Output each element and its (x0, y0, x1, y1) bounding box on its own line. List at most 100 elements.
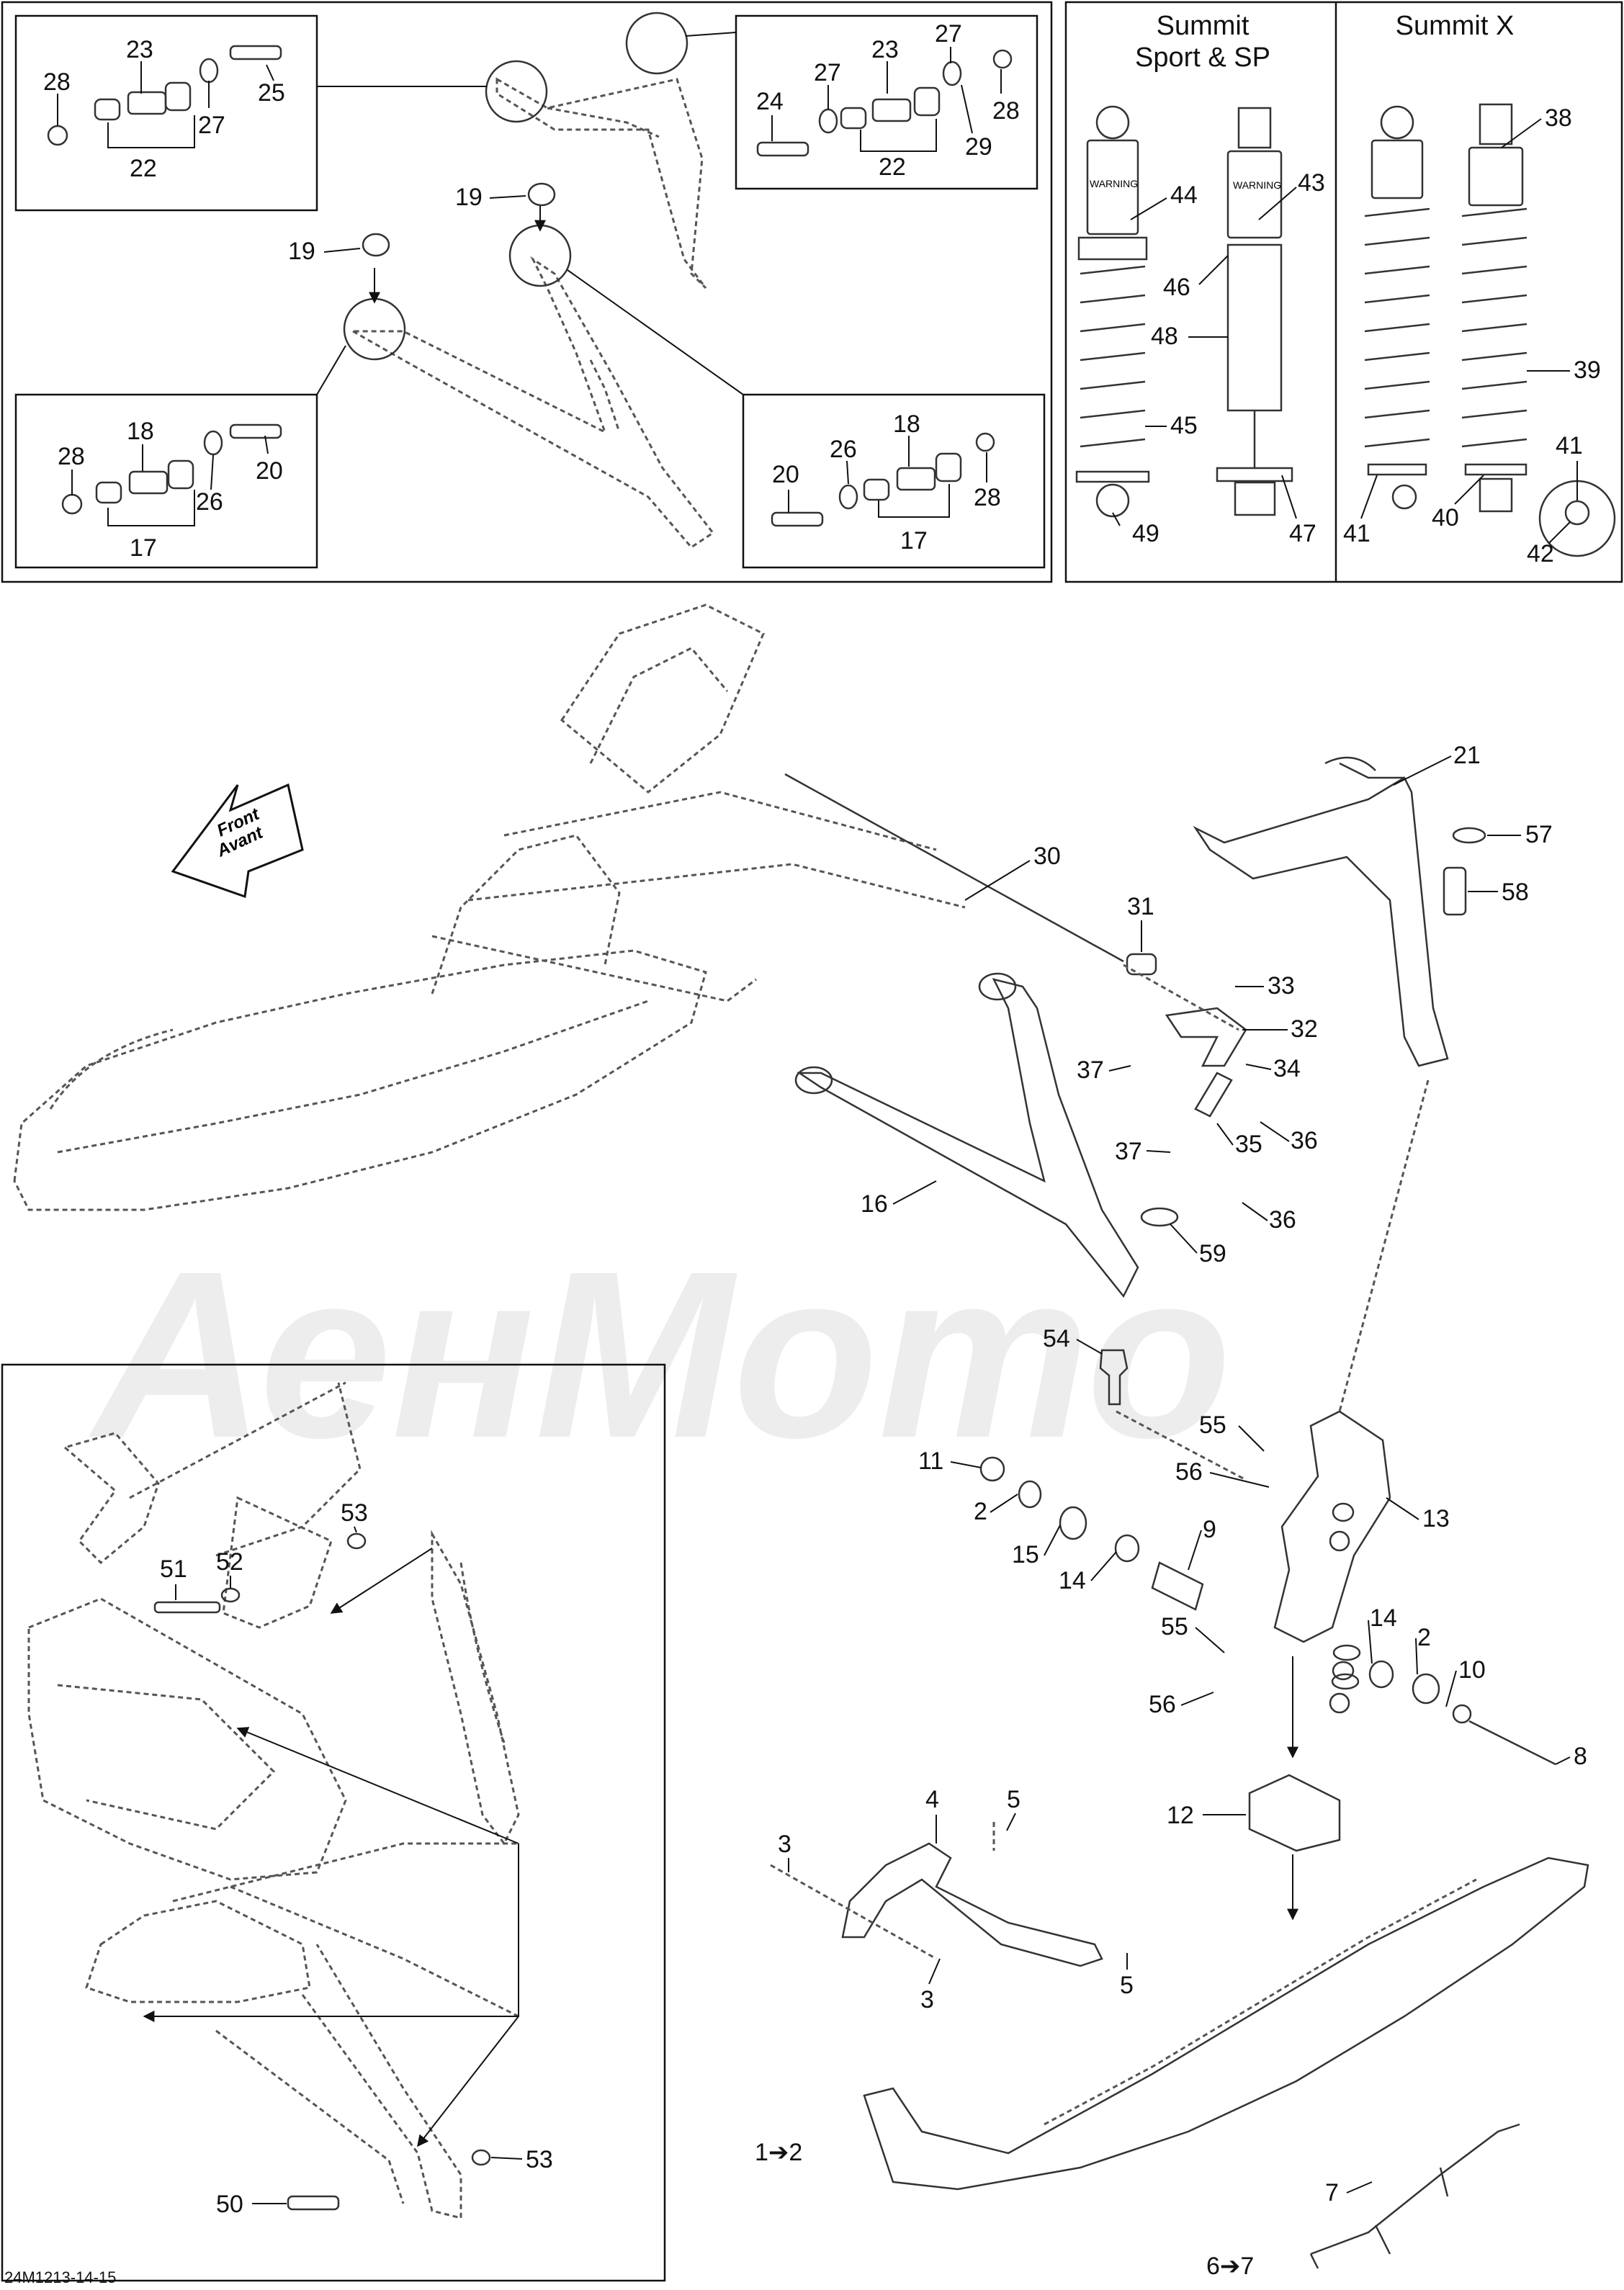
callout-34: 34 (1273, 1055, 1301, 1082)
lower-a-arm-16 (796, 978, 1139, 1298)
callout-18: 18 (893, 410, 920, 438)
callout-9: 9 (1203, 1516, 1216, 1543)
upper-a-arm-21 (1193, 776, 1449, 1067)
callout-24: 24 (756, 88, 784, 115)
ski-stopper-12 (1248, 1774, 1341, 1852)
bushing-detail-circle-d (508, 224, 572, 287)
callout-4: 4 (925, 1786, 939, 1813)
svg-text:WARNING: WARNING (1233, 179, 1281, 191)
bushing-detail-circle-a (485, 60, 548, 123)
callout-18: 18 (127, 418, 154, 445)
tie-rod-30 (784, 773, 1124, 963)
callout-31: 31 (1127, 893, 1154, 920)
callout-27: 27 (814, 59, 841, 86)
callout-27: 27 (935, 20, 962, 48)
callout-48: 48 (1151, 323, 1178, 350)
front-arrow-badge: Front Avant (171, 783, 304, 899)
callout-32: 32 (1291, 1015, 1318, 1043)
tie-rod-end-31 (1126, 953, 1157, 976)
callout-1-to-2: 1➔2 (755, 2139, 802, 2166)
callout-46: 46 (1163, 274, 1190, 301)
callout-33: 33 (1268, 972, 1295, 1000)
callout-28: 28 (992, 97, 1020, 125)
washer-52 (220, 1587, 241, 1603)
callout-26: 26 (196, 488, 223, 516)
retaining-ring-59 (1140, 1207, 1179, 1227)
panel-top-left (1, 1, 1053, 583)
inset-ll-hardware (61, 423, 282, 515)
steering-arm-32 (1165, 1007, 1247, 1067)
callout-14: 14 (1370, 1604, 1397, 1632)
callout-13: 13 (1422, 1505, 1450, 1532)
callout-29: 29 (965, 133, 992, 161)
spindle-bushing-stack-left (979, 1456, 1204, 1611)
callout-22: 22 (879, 153, 906, 181)
ball-joint-54 (1099, 1349, 1129, 1406)
callout-17: 17 (900, 527, 928, 554)
callout-30: 30 (1033, 843, 1061, 870)
callout-22: 22 (130, 155, 157, 182)
callout-50: 50 (216, 2191, 243, 2218)
callout-27: 27 (198, 112, 225, 139)
callout-43: 43 (1298, 169, 1325, 197)
callout-58: 58 (1502, 879, 1529, 906)
bolt-51 (153, 1601, 221, 1614)
inset-lr-hardware (771, 432, 995, 527)
inset-ur-hardware (756, 49, 1013, 157)
callout-57: 57 (1525, 821, 1553, 848)
header-summit-sport-line1: Summit (1157, 11, 1250, 41)
callout-42: 42 (1527, 540, 1554, 567)
callout-21: 21 (1453, 742, 1481, 769)
callout-55: 55 (1161, 1613, 1188, 1640)
svg-text:WARNING: WARNING (1090, 178, 1138, 189)
bottom-left-assembly (27, 1381, 520, 2219)
bolt-50 (287, 2195, 340, 2211)
callout-55: 55 (1199, 1411, 1226, 1439)
callout-28: 28 (58, 443, 85, 470)
nut-53-top (346, 1532, 367, 1550)
callout-23: 23 (871, 36, 899, 63)
spindle-13 (1273, 1410, 1391, 1643)
callout-37: 37 (1115, 1138, 1142, 1165)
callout-35: 35 (1235, 1131, 1262, 1158)
adjuster-knob-42 (1564, 500, 1590, 526)
callout-20: 20 (772, 461, 799, 488)
callout-8: 8 (1574, 1743, 1587, 1770)
runner-7 (1309, 2123, 1520, 2269)
callout-23: 23 (126, 36, 153, 63)
ball-joint-58 (1443, 866, 1467, 916)
callout-25: 25 (258, 79, 285, 107)
callout-19: 19 (288, 238, 315, 265)
shock-44: WARNING (1075, 105, 1150, 518)
callout-5: 5 (1120, 1972, 1134, 1999)
inset-upper-right (735, 14, 1038, 190)
callout-leaders (57, 47, 1578, 2204)
header-summit-sport-line2: Sport & SP (1135, 42, 1270, 73)
spindle-bushing-stack-right (1329, 1502, 1556, 1766)
callout-16: 16 (861, 1190, 888, 1218)
bushing-detail-circle-b (625, 12, 688, 75)
callout-28: 28 (43, 68, 71, 96)
inset-lower-left (14, 393, 318, 569)
lower-a-arm-exploded (349, 256, 715, 549)
callout-39: 39 (1574, 356, 1601, 384)
callout-56: 56 (1175, 1458, 1203, 1486)
callout-5: 5 (1007, 1786, 1020, 1813)
inset-upper-left (14, 14, 318, 212)
callout-20: 20 (256, 457, 283, 485)
upper-a-arm-exploded (495, 77, 707, 289)
inset-ul-hardware (47, 45, 282, 146)
callout-10: 10 (1458, 1656, 1486, 1684)
callout-37: 37 (1077, 1056, 1104, 1084)
callout-49: 49 (1132, 520, 1159, 547)
front-suspension-assembly-ghost (13, 603, 966, 1211)
header-summit-x: Summit X (1396, 11, 1515, 41)
ski-2 (863, 1856, 1589, 2191)
spacer-19-top (527, 182, 556, 207)
callout-2: 2 (974, 1498, 987, 1525)
shock-43: WARNING (1216, 107, 1293, 516)
panel-shocks (1064, 1, 1623, 583)
callout-41: 41 (1556, 432, 1583, 459)
callout-15: 15 (1012, 1541, 1039, 1568)
